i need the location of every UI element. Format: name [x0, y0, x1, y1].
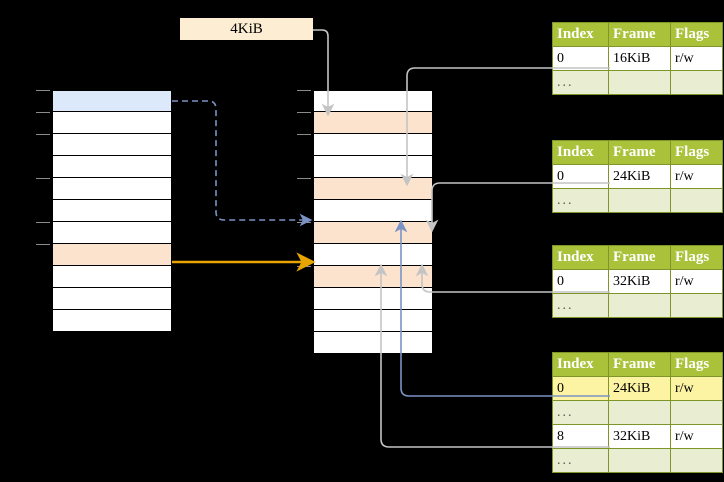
row-tick: [297, 112, 311, 113]
memory-cell: [52, 178, 172, 200]
memory-cell: [313, 332, 433, 354]
table-cell: 0: [552, 269, 609, 294]
table-header-frame: Frame: [608, 352, 671, 377]
table-cell: 32KiB: [608, 269, 671, 294]
memory-cell: [52, 222, 172, 244]
table-header-index: Index: [552, 140, 609, 165]
memory-cell: [52, 266, 172, 288]
table-cell: 16KiB: [608, 46, 671, 71]
table-cell: 8: [552, 424, 609, 449]
table-header-flags: Flags: [670, 352, 723, 377]
table-cell: [608, 70, 671, 95]
row-tick: [36, 90, 50, 91]
memory-cell: [313, 200, 433, 222]
table-cell: r/w: [670, 424, 723, 449]
row-tick: [36, 112, 50, 113]
table-cell: 0: [552, 164, 609, 189]
memory-cell: [52, 288, 172, 310]
table-cell: ...: [552, 293, 609, 318]
row-tick: [297, 134, 311, 135]
row-tick: [297, 222, 311, 223]
table-cell: [670, 188, 723, 213]
table-header-index: Index: [552, 22, 609, 47]
table-header-flags: Flags: [670, 245, 723, 270]
memory-cell: [313, 112, 433, 134]
table-header-frame: Frame: [608, 22, 671, 47]
memory-cell: [52, 244, 172, 266]
memory-cell: [313, 310, 433, 332]
memory-cell: [313, 156, 433, 178]
table-cell: [608, 188, 671, 213]
table-row: ...: [552, 400, 723, 425]
table-cell: 0: [552, 46, 609, 71]
table-row: ...: [552, 293, 723, 318]
table-cell: [608, 400, 671, 425]
table-cell: [608, 448, 671, 473]
memory-cell: [313, 288, 433, 310]
table-header-flags: Flags: [670, 22, 723, 47]
row-tick: [297, 266, 311, 267]
table-cell: ...: [552, 448, 609, 473]
table-cell: [670, 293, 723, 318]
memory-cell: [52, 156, 172, 178]
row-tick: [36, 244, 50, 245]
table-cell: r/w: [670, 164, 723, 189]
row-tick: [36, 134, 50, 135]
table-cell: r/w: [670, 46, 723, 71]
wire-virtual-blue-mapping: [172, 100, 313, 227]
table-header-frame: Frame: [608, 245, 671, 270]
memory-cell: [313, 244, 433, 266]
table-cell: ...: [552, 70, 609, 95]
table-cell: 24KiB: [608, 376, 671, 401]
table-cell: 32KiB: [608, 424, 671, 449]
table-row: ...: [552, 70, 723, 95]
row-tick: [297, 90, 311, 91]
table-row: ...: [552, 188, 723, 213]
row-tick: [297, 178, 311, 179]
table-header-index: Index: [552, 245, 609, 270]
memory-cell: [52, 112, 172, 134]
table-cell: 24KiB: [608, 164, 671, 189]
memory-cell: [313, 90, 433, 112]
table-cell: [670, 400, 723, 425]
table-cell: r/w: [670, 269, 723, 294]
virtual-address-space-column: [36, 90, 172, 332]
table-cell: [608, 293, 671, 318]
row-tick: [36, 222, 50, 223]
table-cell: ...: [552, 400, 609, 425]
memory-cell: [52, 134, 172, 156]
table-header-frame: Frame: [608, 140, 671, 165]
memory-cell: [52, 90, 172, 112]
memory-cell: [313, 178, 433, 200]
table-header-flags: Flags: [670, 140, 723, 165]
table-row: ...: [552, 448, 723, 473]
memory-cell: [313, 134, 433, 156]
row-tick: [36, 178, 50, 179]
table-cell: 0: [552, 376, 609, 401]
table-cell: [670, 448, 723, 473]
memory-cell: [313, 266, 433, 288]
memory-cell: [313, 222, 433, 244]
physical-memory-column: [297, 90, 433, 354]
memory-cell: [52, 200, 172, 222]
table-cell: [670, 70, 723, 95]
table-cell: ...: [552, 188, 609, 213]
table-header-index: Index: [552, 352, 609, 377]
table-cell: r/w: [670, 376, 723, 401]
memory-cell: [52, 310, 172, 332]
page-size-label: 4KiB: [180, 18, 313, 40]
